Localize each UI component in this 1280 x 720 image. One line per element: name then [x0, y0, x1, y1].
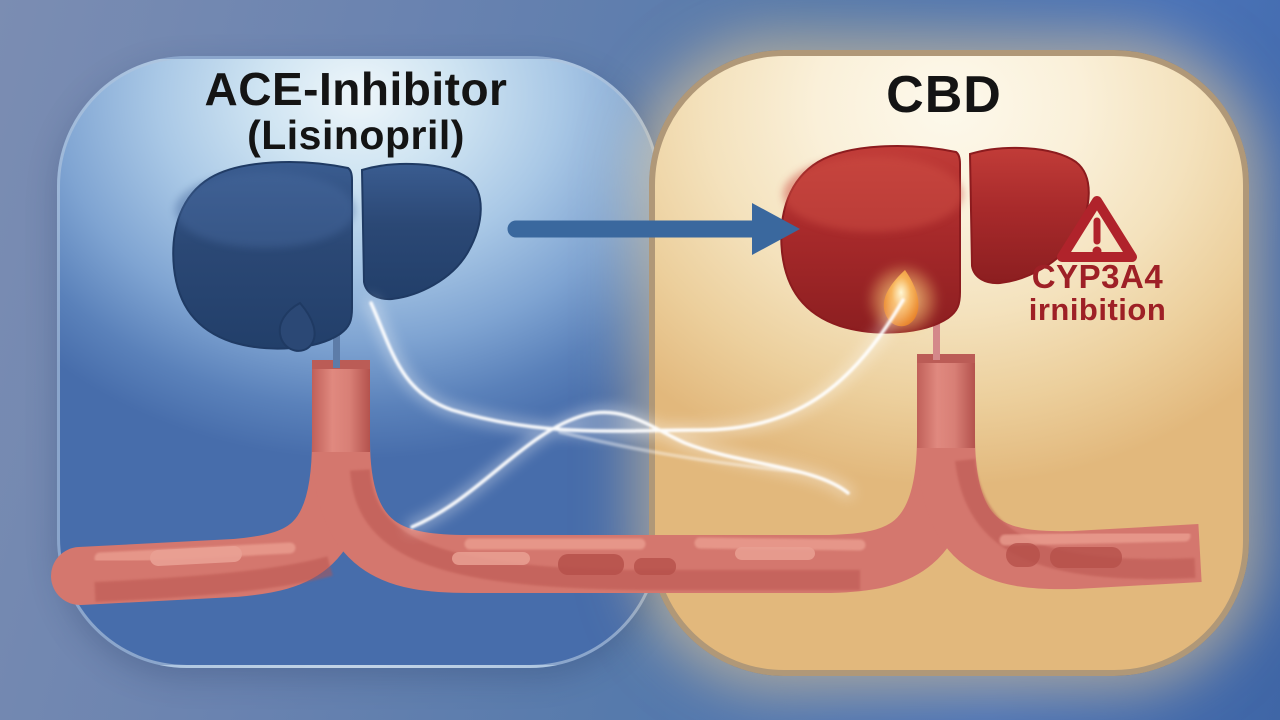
spark-line-3: [558, 430, 802, 474]
vessel-pipe-right: [917, 354, 975, 448]
lisinopril-subtitle: (Lisinopril): [247, 111, 465, 158]
left-gallbladder: [278, 301, 316, 352]
vessel-pipe-left: [312, 360, 370, 452]
cbd-title: CBD: [886, 66, 1002, 124]
left-liver-sheen: [175, 172, 355, 248]
cyp3a4-warning-label: CYP3A4 irnibition: [1005, 260, 1190, 325]
right-panel-title: CBD: [655, 68, 1233, 122]
left-liver-right-lobe: [360, 162, 482, 301]
interaction-sparks: [365, 294, 909, 533]
left-panel-title: ACE-Inhibitor (Lisinopril): [62, 63, 650, 158]
vessel-pipe-right-cap: [917, 354, 975, 363]
spark-line-2: [410, 410, 850, 529]
right-liver: [780, 145, 1090, 334]
vessel-particles: [150, 543, 1122, 575]
right-liver-sheen: [783, 156, 963, 232]
warning-triangle-icon: [1057, 196, 1137, 262]
warning-line1: CYP3A4: [1031, 258, 1164, 295]
blood-vessel-network: [51, 354, 1202, 605]
ace-inhibitor-title: ACE-Inhibitor: [204, 63, 508, 115]
arrow-right-icon: [507, 203, 800, 255]
spark-line-1: [369, 298, 905, 433]
left-liver: [172, 161, 482, 352]
vessel-pipe-left-cap: [312, 360, 370, 369]
warning-line2: irnibition: [1028, 291, 1167, 327]
